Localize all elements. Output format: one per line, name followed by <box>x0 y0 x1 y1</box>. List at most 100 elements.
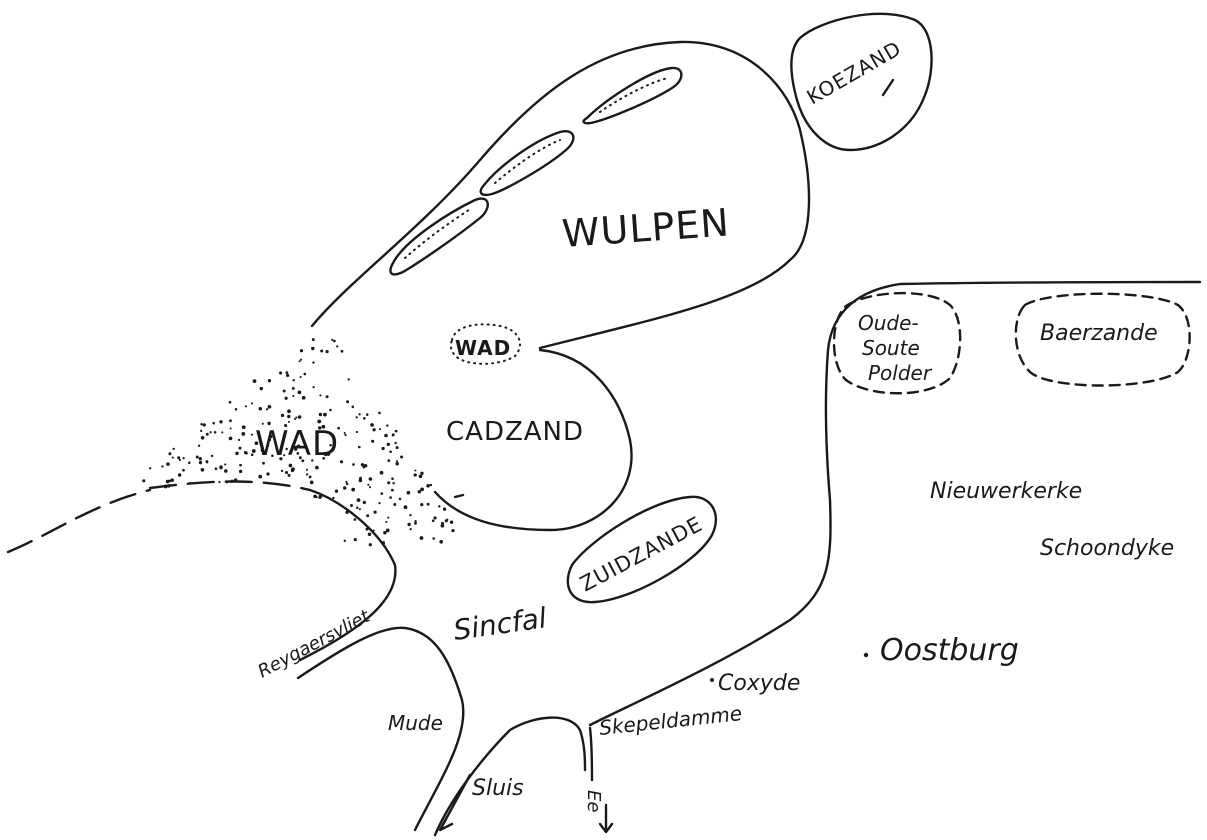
wad-dot <box>394 429 398 433</box>
wad-dot <box>358 413 361 416</box>
oude-soute-polder-border <box>832 291 962 395</box>
wad-dot <box>177 456 181 460</box>
wad-dot <box>303 372 307 376</box>
wad-dot <box>358 508 361 511</box>
wad-dot <box>313 494 317 499</box>
wad-dot <box>371 439 375 443</box>
wad-dot <box>305 468 308 471</box>
wad-dot <box>386 424 389 427</box>
wad-dot <box>449 520 454 524</box>
wad-dot <box>359 476 362 480</box>
wad-dot <box>409 514 412 517</box>
wad-dot <box>393 503 397 506</box>
wad-dot <box>298 360 301 363</box>
wad-dot <box>413 473 417 477</box>
southwest-coastline <box>298 488 397 662</box>
wad-dot <box>188 461 191 464</box>
wad-dot <box>212 421 215 425</box>
wad-dot <box>229 419 232 423</box>
wad-dot <box>365 413 369 416</box>
wad-dot <box>287 409 291 414</box>
wad-dot <box>258 406 263 411</box>
wad-dot <box>224 463 227 466</box>
wad-dot <box>312 385 315 389</box>
wad-dot <box>267 421 271 426</box>
wad-dot <box>287 414 291 419</box>
wad-dot <box>390 488 394 492</box>
wad-dot <box>340 349 344 353</box>
wad-dot <box>367 532 372 537</box>
wad-dot <box>209 431 212 434</box>
wad-dot <box>271 454 274 458</box>
wad-dot <box>200 467 205 472</box>
reygaersvliet-label: Reygaersvliet <box>254 606 374 683</box>
wad-dot <box>368 486 372 489</box>
reygaersvliet-south-bank <box>296 626 465 832</box>
ee-label: Ee <box>583 790 604 812</box>
sluis-arrow <box>438 773 472 832</box>
wad-dot <box>387 481 391 485</box>
wad-dot <box>285 447 288 451</box>
wad-dot <box>394 441 397 445</box>
wad-dot <box>266 472 270 476</box>
cadzand-coastline <box>433 348 633 532</box>
wad-dot <box>350 504 353 507</box>
wad-dot <box>433 516 437 520</box>
wad-dot <box>315 465 319 470</box>
wad-dot <box>287 420 291 423</box>
wad-dot <box>384 433 388 438</box>
wad-dot <box>238 469 243 474</box>
wad-dot <box>336 345 339 348</box>
wad-dot <box>171 456 174 459</box>
wad-dot <box>280 413 285 418</box>
wad-dot <box>373 510 377 514</box>
wad-dot <box>322 456 326 460</box>
wad-dot <box>420 471 424 475</box>
wad-dot <box>356 506 359 510</box>
wad-dot <box>372 428 376 432</box>
wad-dot <box>347 378 350 381</box>
wad-dot <box>326 452 331 456</box>
wad-dot <box>440 521 445 525</box>
wad-dot <box>391 434 394 437</box>
wad-dot <box>426 502 430 506</box>
wad-dot <box>400 455 404 459</box>
wad-dot <box>324 453 328 457</box>
wad-dot <box>311 346 315 351</box>
wad-dot <box>345 482 349 486</box>
wad-dot <box>418 474 423 479</box>
wad-dot <box>219 465 223 469</box>
wad-dot <box>292 394 295 398</box>
wad-dot <box>380 492 384 495</box>
wad-dot <box>432 537 435 540</box>
wad-dot <box>343 432 346 434</box>
wad-dot <box>420 503 424 507</box>
wad-dot <box>284 470 289 475</box>
wad-dot <box>346 400 350 404</box>
wad-dot <box>229 427 232 430</box>
wad-dot <box>213 430 217 434</box>
wad-dot <box>239 463 242 467</box>
sluis-label: Sluis <box>472 776 524 801</box>
wad-dot <box>444 519 448 523</box>
skepeldamme-bank <box>588 726 594 782</box>
wad-dot <box>296 452 300 455</box>
wad-dot <box>345 480 348 484</box>
wad-dot <box>178 458 181 461</box>
wad-dot <box>355 416 358 419</box>
oude-soute-polder-label-line1: Oude- <box>858 311 919 335</box>
wad-dot <box>312 361 315 364</box>
wad-dot <box>370 423 374 427</box>
wad-dot <box>309 480 314 485</box>
baerzande-label: Baerzande <box>1040 321 1158 346</box>
wad-dot <box>200 436 205 440</box>
wad-small-label: WAD <box>455 336 511 360</box>
wad-dot <box>355 430 359 434</box>
wad-dot <box>395 462 399 466</box>
wad-dot <box>250 453 254 456</box>
wad-dot <box>149 467 152 470</box>
ee-arrow <box>598 803 614 834</box>
wad-dot <box>195 455 199 459</box>
koezand-label: KOEZAND <box>803 36 906 109</box>
